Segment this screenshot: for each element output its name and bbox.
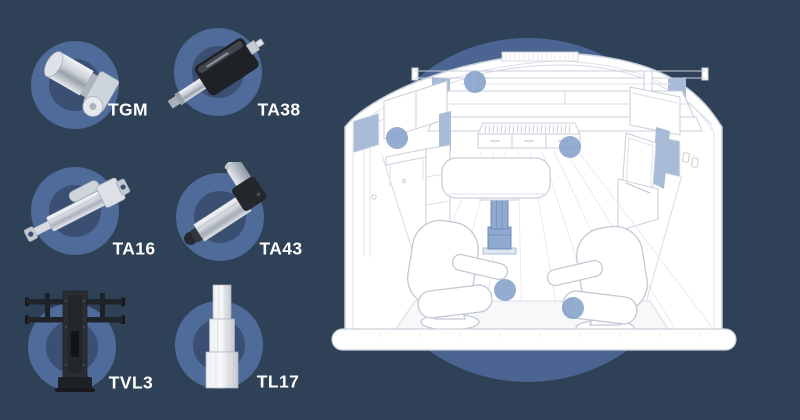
product-label: TL17 [256, 371, 300, 392]
hotspot-bed-lift[interactable] [464, 71, 486, 93]
bumper [331, 328, 737, 351]
product-tvl3[interactable]: TVL3 [25, 290, 153, 393]
ta43-actuator-image [184, 162, 267, 245]
tvl3-tv-lift-image [25, 290, 125, 392]
van-interior-illustration [331, 38, 737, 382]
product-label: TGM [107, 99, 149, 120]
swivel-seats [407, 219, 652, 337]
product-label: TA38 [257, 99, 301, 120]
hotspot-seat-right[interactable] [562, 297, 584, 319]
tgm-gearmotor-image [44, 51, 120, 117]
product-label: TA43 [259, 238, 303, 259]
product-ta43[interactable]: TA43 [176, 162, 302, 261]
tl17-lifting-column-image [205, 284, 239, 389]
hotspot-seat-left[interactable] [494, 279, 516, 301]
hotspot-storage-drawers[interactable] [559, 136, 581, 158]
ta16-actuator-image [23, 177, 131, 242]
product-ta38[interactable]: TA38 [167, 28, 300, 120]
right-wall [617, 86, 699, 232]
product-label: TA16 [112, 238, 156, 259]
product-tl17[interactable]: TL17 [175, 284, 299, 392]
product-label: TVL3 [108, 372, 154, 393]
table-with-lifting-column [441, 157, 551, 255]
product-tgm[interactable]: TGM [31, 41, 148, 129]
product-ta16[interactable]: TA16 [23, 167, 155, 259]
badge-ring [175, 301, 263, 389]
ta38-actuator-image [167, 38, 265, 109]
seat-left [407, 219, 509, 331]
hotspot-left-cabinet[interactable] [386, 127, 408, 149]
